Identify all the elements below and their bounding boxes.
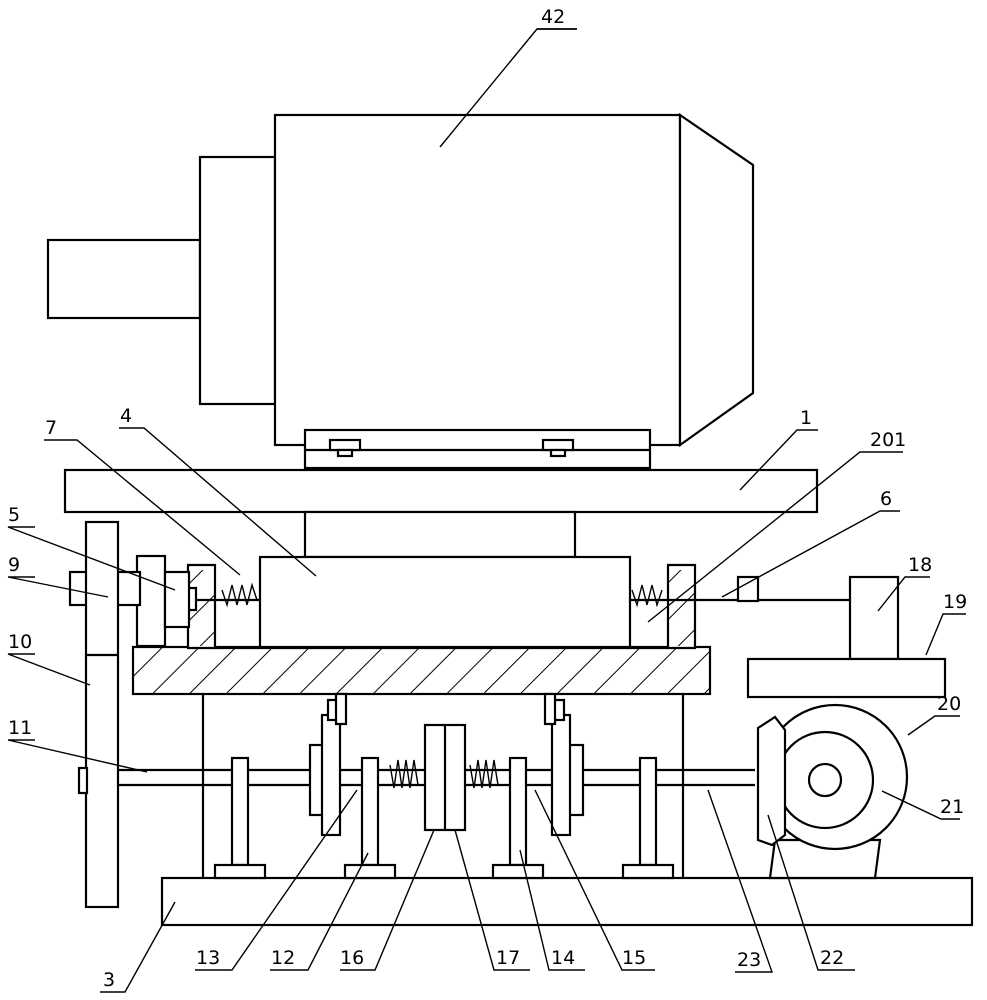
callout-23: 23: [737, 949, 761, 971]
left-cam: [308, 692, 348, 837]
callout-22: 22: [820, 947, 844, 969]
grinding-wheel: [756, 703, 909, 880]
pulley-wheel: [77, 520, 120, 909]
callout-17: 17: [496, 947, 520, 969]
callout-11: 11: [8, 717, 32, 739]
callout-12: 12: [271, 947, 295, 969]
callout-4: 4: [120, 405, 132, 427]
callout-labels: 42 1 201 7 4 6 5 9 18 19 10 20 11 21 3 1…: [8, 6, 967, 991]
motor: [46, 112, 755, 470]
callout-10: 10: [8, 631, 32, 653]
callout-6: 6: [880, 488, 892, 510]
base-plate: [160, 694, 974, 927]
coupling: [389, 723, 499, 832]
callout-42: 42: [541, 6, 565, 28]
callout-3: 3: [103, 969, 115, 991]
shaft-supports: [213, 756, 675, 880]
right-cam: [543, 692, 585, 837]
callout-18: 18: [908, 554, 932, 576]
callout-13: 13: [196, 947, 220, 969]
callout-16: 16: [340, 947, 364, 969]
callout-21: 21: [940, 796, 964, 818]
callout-201: 201: [870, 429, 906, 451]
slider-block: [258, 555, 632, 649]
right-block: [746, 575, 947, 699]
callout-20: 20: [937, 693, 961, 715]
right-spring: [630, 575, 850, 608]
leader-lines: [7, 28, 966, 993]
callout-7: 7: [45, 417, 57, 439]
callout-9: 9: [8, 554, 20, 576]
callout-15: 15: [622, 947, 646, 969]
callout-1: 1: [800, 407, 812, 429]
callout-14: 14: [551, 947, 575, 969]
callout-19: 19: [943, 591, 967, 613]
callout-5: 5: [8, 504, 20, 526]
top-plate: [63, 468, 819, 559]
